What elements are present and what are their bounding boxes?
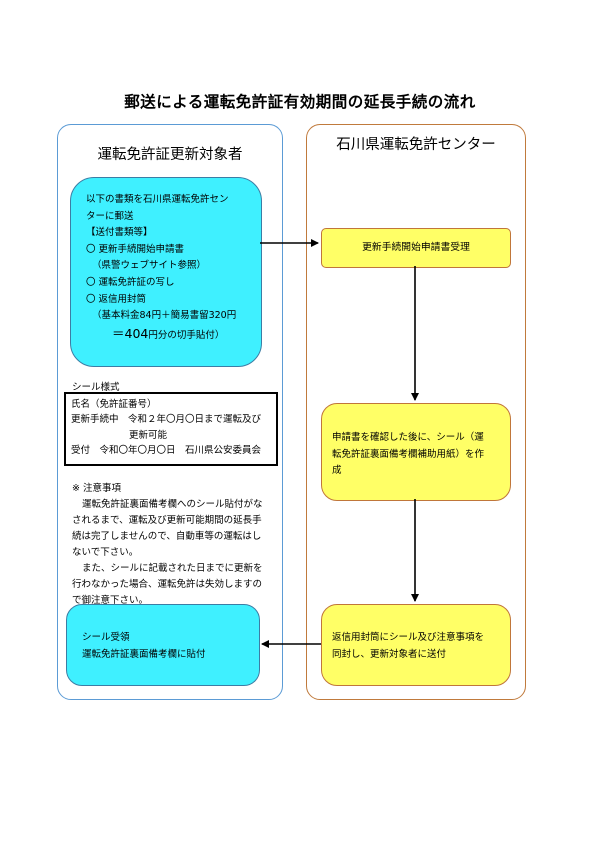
send-documents-box: 以下の書類を石川県運転免許セン ターに郵送 【送付書類等】 〇 更新手続開始申請…: [70, 177, 262, 367]
send-documents-line: 〇 運転免許証の写し: [86, 276, 175, 288]
application-received-text: 更新手続開始申請書受理: [362, 242, 470, 253]
seal-format-label: シール様式: [72, 382, 120, 393]
caution-line: 運転免許証裏面備考欄へのシール貼付がな: [82, 499, 263, 510]
send-documents-line: （基本料金84円＋簡易書留320円: [92, 310, 237, 322]
caution-line: ないで下さい。: [72, 547, 139, 558]
stamp-amount-suffix: 円分の切手貼付）: [148, 329, 225, 341]
page-title: 郵送による運転免許証有効期間の延長手続の流れ: [124, 93, 476, 111]
stamp-amount-value: 404: [124, 325, 149, 341]
caution-line: 続は完了しませんので、自動車等の運転はし: [72, 531, 262, 542]
send-back-line: 同封し、更新対象者に送付: [332, 649, 447, 660]
send-documents-line: 以下の書類を石川県運転免許セン: [86, 194, 229, 205]
send-back-line: 返信用封筒にシール及び注意事項を: [332, 632, 485, 643]
create-seal-box: 申請書を確認した後に、シール（運 転免許証裏面備考欄補助用紙）を作 成: [321, 403, 511, 501]
send-documents-line: ターに郵送: [86, 210, 134, 222]
caution-heading: ※ 注意事項: [72, 483, 121, 494]
caution-notes: ※ 注意事項 運転免許証裏面備考欄へのシール貼付がな されるまで、運転及び更新可…: [72, 481, 272, 609]
seal-sample-box: 氏名（免許証番号） 更新手続中 令和２年〇月〇日まで運転及び 更新可能 受付 令…: [64, 392, 278, 466]
seal-status-line: 更新手続中 令和２年〇月〇日まで運転及び: [71, 414, 262, 426]
send-back-box: 返信用封筒にシール及び注意事項を 同封し、更新対象者に送付: [321, 604, 511, 686]
create-seal-line: 成: [332, 465, 342, 476]
receive-seal-line: シール受領: [82, 632, 130, 643]
seal-name-line: 氏名（免許証番号）: [71, 399, 157, 410]
receive-seal-box: シール受領 運転免許証裏面備考欄に貼付: [66, 604, 260, 686]
seal-status-continuation: 更新可能: [129, 429, 168, 441]
send-documents-line: （県警ウェブサイト参照）: [92, 260, 207, 272]
license-center-column-heading: 石川県運転免許センター: [336, 137, 496, 153]
stamp-amount-line: ＝404円分の切手貼付）: [86, 325, 261, 345]
send-documents-line: 〇 返信用封筒: [86, 293, 147, 305]
create-seal-line: 転免許証裏面備考欄補助用紙）を作: [332, 448, 485, 460]
caution-line: 行わなかった場合、運転免許は失効しますの: [72, 579, 263, 590]
stamp-amount-prefix: ＝: [112, 325, 125, 341]
application-received-box: 更新手続開始申請書受理: [321, 228, 511, 268]
create-seal-line: 申請書を確認した後に、シール（運: [332, 432, 484, 443]
caution-line: されるまで、運転及び更新可能期間の延長手: [72, 515, 262, 526]
seal-receipt-line: 受付 令和〇年〇月〇日 石川県公安委員会: [71, 444, 262, 456]
caution-line: で御注意下さい。: [72, 595, 149, 606]
applicant-column-heading: 運転免許証更新対象者: [97, 147, 243, 163]
caution-line: また、シールに記載された日までに更新を: [82, 563, 263, 574]
receive-seal-line: 運転免許証裏面備考欄に貼付: [82, 649, 206, 660]
send-documents-line: 〇 更新手続開始申請書: [86, 243, 185, 255]
send-documents-line: 【送付書類等】: [86, 227, 153, 239]
